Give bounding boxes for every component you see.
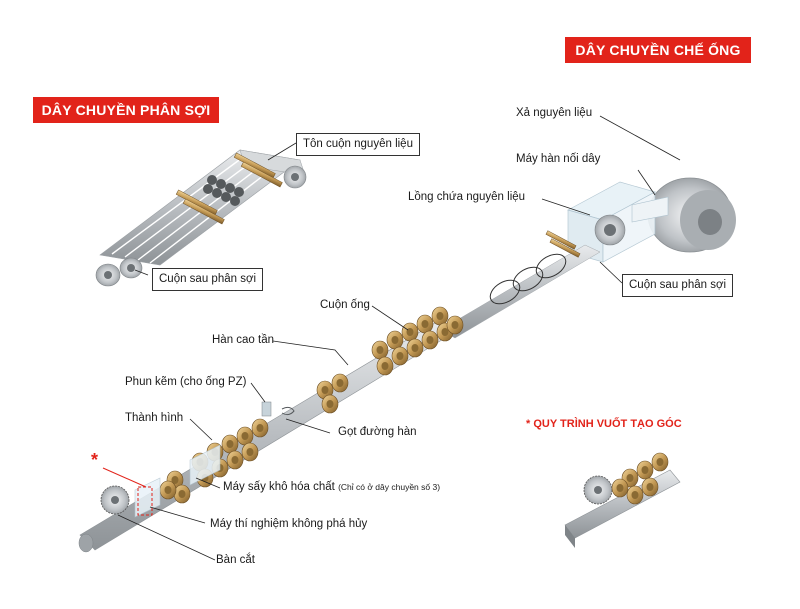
label-hf-welding: Hàn cao tần xyxy=(212,334,275,346)
corner-asterisk: * xyxy=(526,418,531,430)
label-bead-trim: Gọt đường hàn xyxy=(338,426,417,438)
label-cutting: Bàn cắt xyxy=(216,554,255,566)
label-accumulator: Lồng chứa nguyên liệu xyxy=(408,191,526,203)
tube-line-banner: DÂY CHUYỀN CHẾ ỐNG xyxy=(565,37,751,63)
label-dryer: Máy sấy khô hóa chất (Chỉ có ở dây chuyề… xyxy=(223,480,440,495)
label-roll-forming: Cuộn ống xyxy=(320,299,370,311)
label-dryer-text: Máy sấy khô hóa chất xyxy=(223,481,335,493)
label-slit-coil: Cuộn sau phân sợi xyxy=(622,274,734,297)
label-welder-joiner: Máy hàn nối dây xyxy=(516,153,601,165)
label-coil-material: Tôn cuộn nguyên liệu xyxy=(296,133,420,156)
leader-lines xyxy=(117,115,681,561)
label-ndt: Máy thí nghiệm không phá hủy xyxy=(210,518,368,530)
corner-process-illustration xyxy=(564,452,681,548)
roller-cluster-roll-forming xyxy=(371,306,464,376)
asterisk-marker: * xyxy=(91,450,99,470)
slitting-line-banner: DÂY CHUYỀN PHÂN SỢI xyxy=(33,97,219,123)
tube-line-illustration xyxy=(78,177,736,553)
corner-title-text: QUY TRÌNH VUỐT TẠO GÓC xyxy=(533,418,682,430)
slitting-line-illustration xyxy=(95,149,307,287)
label-uncoiler: Xả nguyên liệu xyxy=(516,107,593,119)
label-slitting-output: Cuộn sau phân sợi xyxy=(152,268,264,291)
corner-process-title: * QUY TRÌNH VUỐT TẠO GÓC xyxy=(526,418,682,430)
label-dryer-note: (Chỉ có ở dây chuyền số 3) xyxy=(338,482,441,492)
label-forming: Thành hình xyxy=(125,412,184,424)
label-zinc-spray: Phun kẽm (cho ống PZ) xyxy=(125,376,247,388)
